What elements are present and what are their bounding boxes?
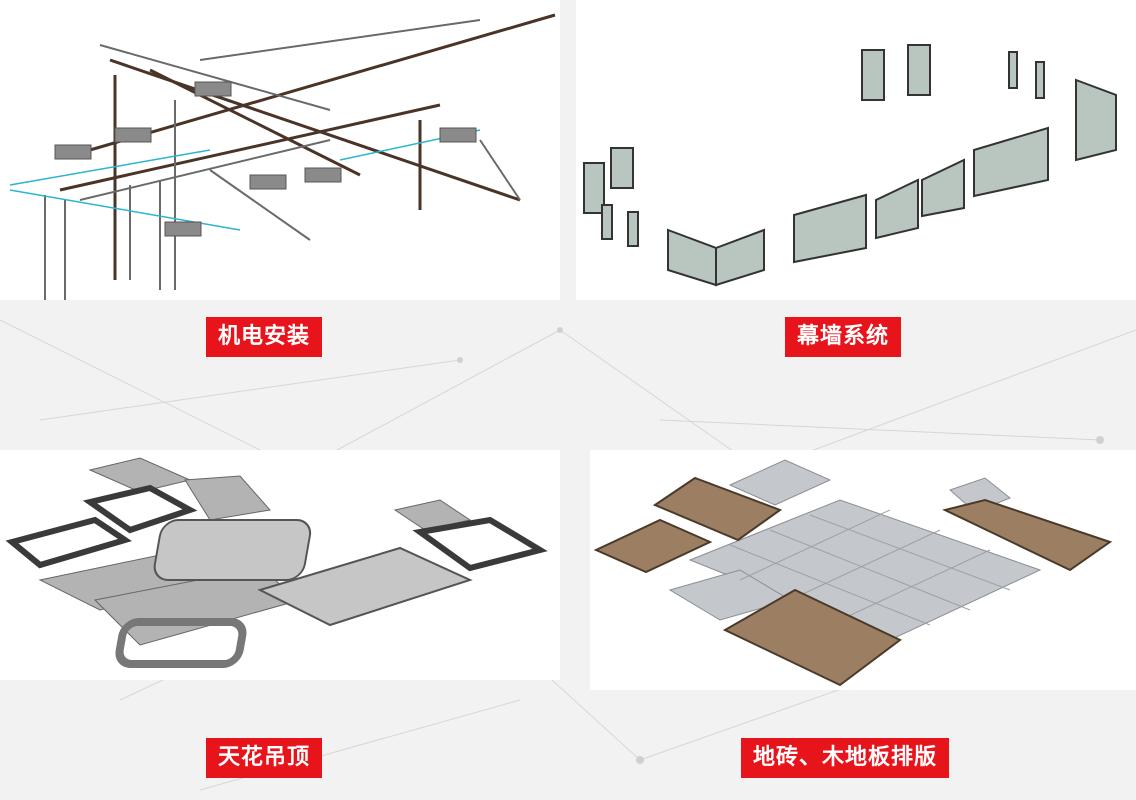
ceiling-panel	[0, 450, 560, 680]
floor-illustration	[593, 459, 1113, 687]
mep-label: 机电安装	[206, 317, 323, 357]
mep-pipe-illustration	[9, 13, 556, 300]
mep-panel	[0, 0, 560, 300]
ceiling-illustration	[5, 457, 548, 668]
curtain-wall-label: 幕墙系统	[785, 317, 902, 357]
curtain-wall-illustration	[583, 44, 1117, 287]
curtain-wall-panel	[576, 0, 1136, 300]
floor-label: 地砖、木地板排版	[741, 738, 950, 778]
ceiling-label: 天花吊顶	[206, 738, 323, 778]
floor-panel	[590, 450, 1136, 690]
